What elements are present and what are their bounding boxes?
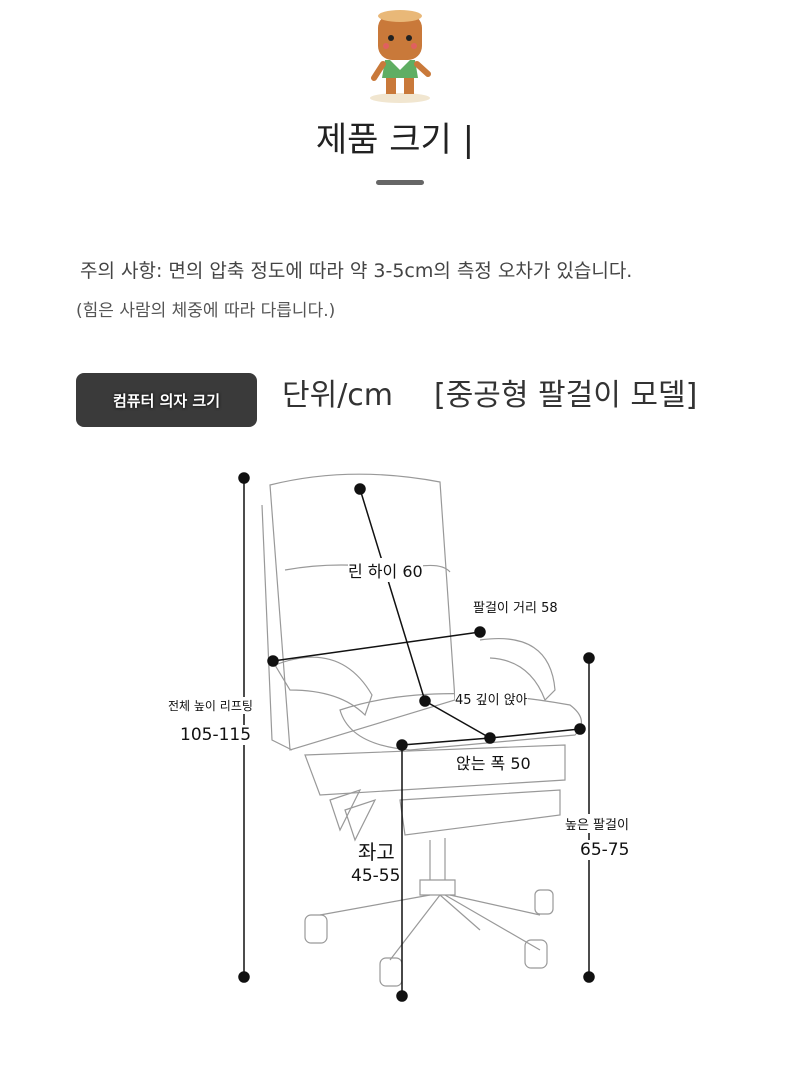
seat-depth-label: 45 깊이 앉아 bbox=[455, 689, 528, 708]
total-height-value: 105-115 bbox=[180, 725, 252, 745]
dimension-dot bbox=[238, 971, 250, 983]
seat-height-label: 좌고 bbox=[358, 836, 395, 865]
chair-outline bbox=[261, 473, 582, 987]
model-label: [중공형 팔걸이 모델] bbox=[434, 378, 698, 413]
section-badge: 컴퓨터 의자 크기 bbox=[76, 373, 257, 427]
dimension-dot bbox=[484, 732, 496, 744]
title-divider bbox=[376, 180, 424, 185]
dimension-dot bbox=[267, 655, 279, 667]
dimension-dot bbox=[583, 971, 595, 983]
total-height-label: 전체 높이 리프팅 bbox=[168, 697, 253, 714]
dimension-dot bbox=[474, 626, 486, 638]
mascot-logo bbox=[370, 10, 431, 103]
page-title: 제품 크기 | bbox=[315, 120, 475, 160]
dimension-dot bbox=[583, 652, 595, 664]
armrest-distance-label: 팔걸이 거리 58 bbox=[473, 597, 558, 616]
back-height-label: 린 하이 60 bbox=[348, 558, 423, 582]
notice-subtext: (힘은 사람의 체중에 따라 다릅니다.) bbox=[76, 301, 336, 321]
armrest-height-value: 65-75 bbox=[580, 840, 630, 860]
unit-label: 단위/cm bbox=[282, 378, 394, 413]
dimension-dot bbox=[396, 990, 408, 1002]
notice-text: 주의 사항: 면의 압축 정도에 따라 약 3-5cm의 측정 오차가 있습니다… bbox=[80, 260, 633, 282]
armrest-height-label: 높은 팔걸이 bbox=[565, 814, 629, 833]
dimension-dot bbox=[354, 483, 366, 495]
armrest-distance-line bbox=[272, 631, 481, 662]
dimension-dot bbox=[574, 723, 586, 735]
seat-width-label: 앉는 폭 50 bbox=[456, 750, 531, 774]
dimension-dot bbox=[238, 472, 250, 484]
seat-height-value: 45-55 bbox=[351, 866, 401, 886]
dimension-lines bbox=[238, 472, 595, 1002]
dimension-dot bbox=[419, 695, 431, 707]
